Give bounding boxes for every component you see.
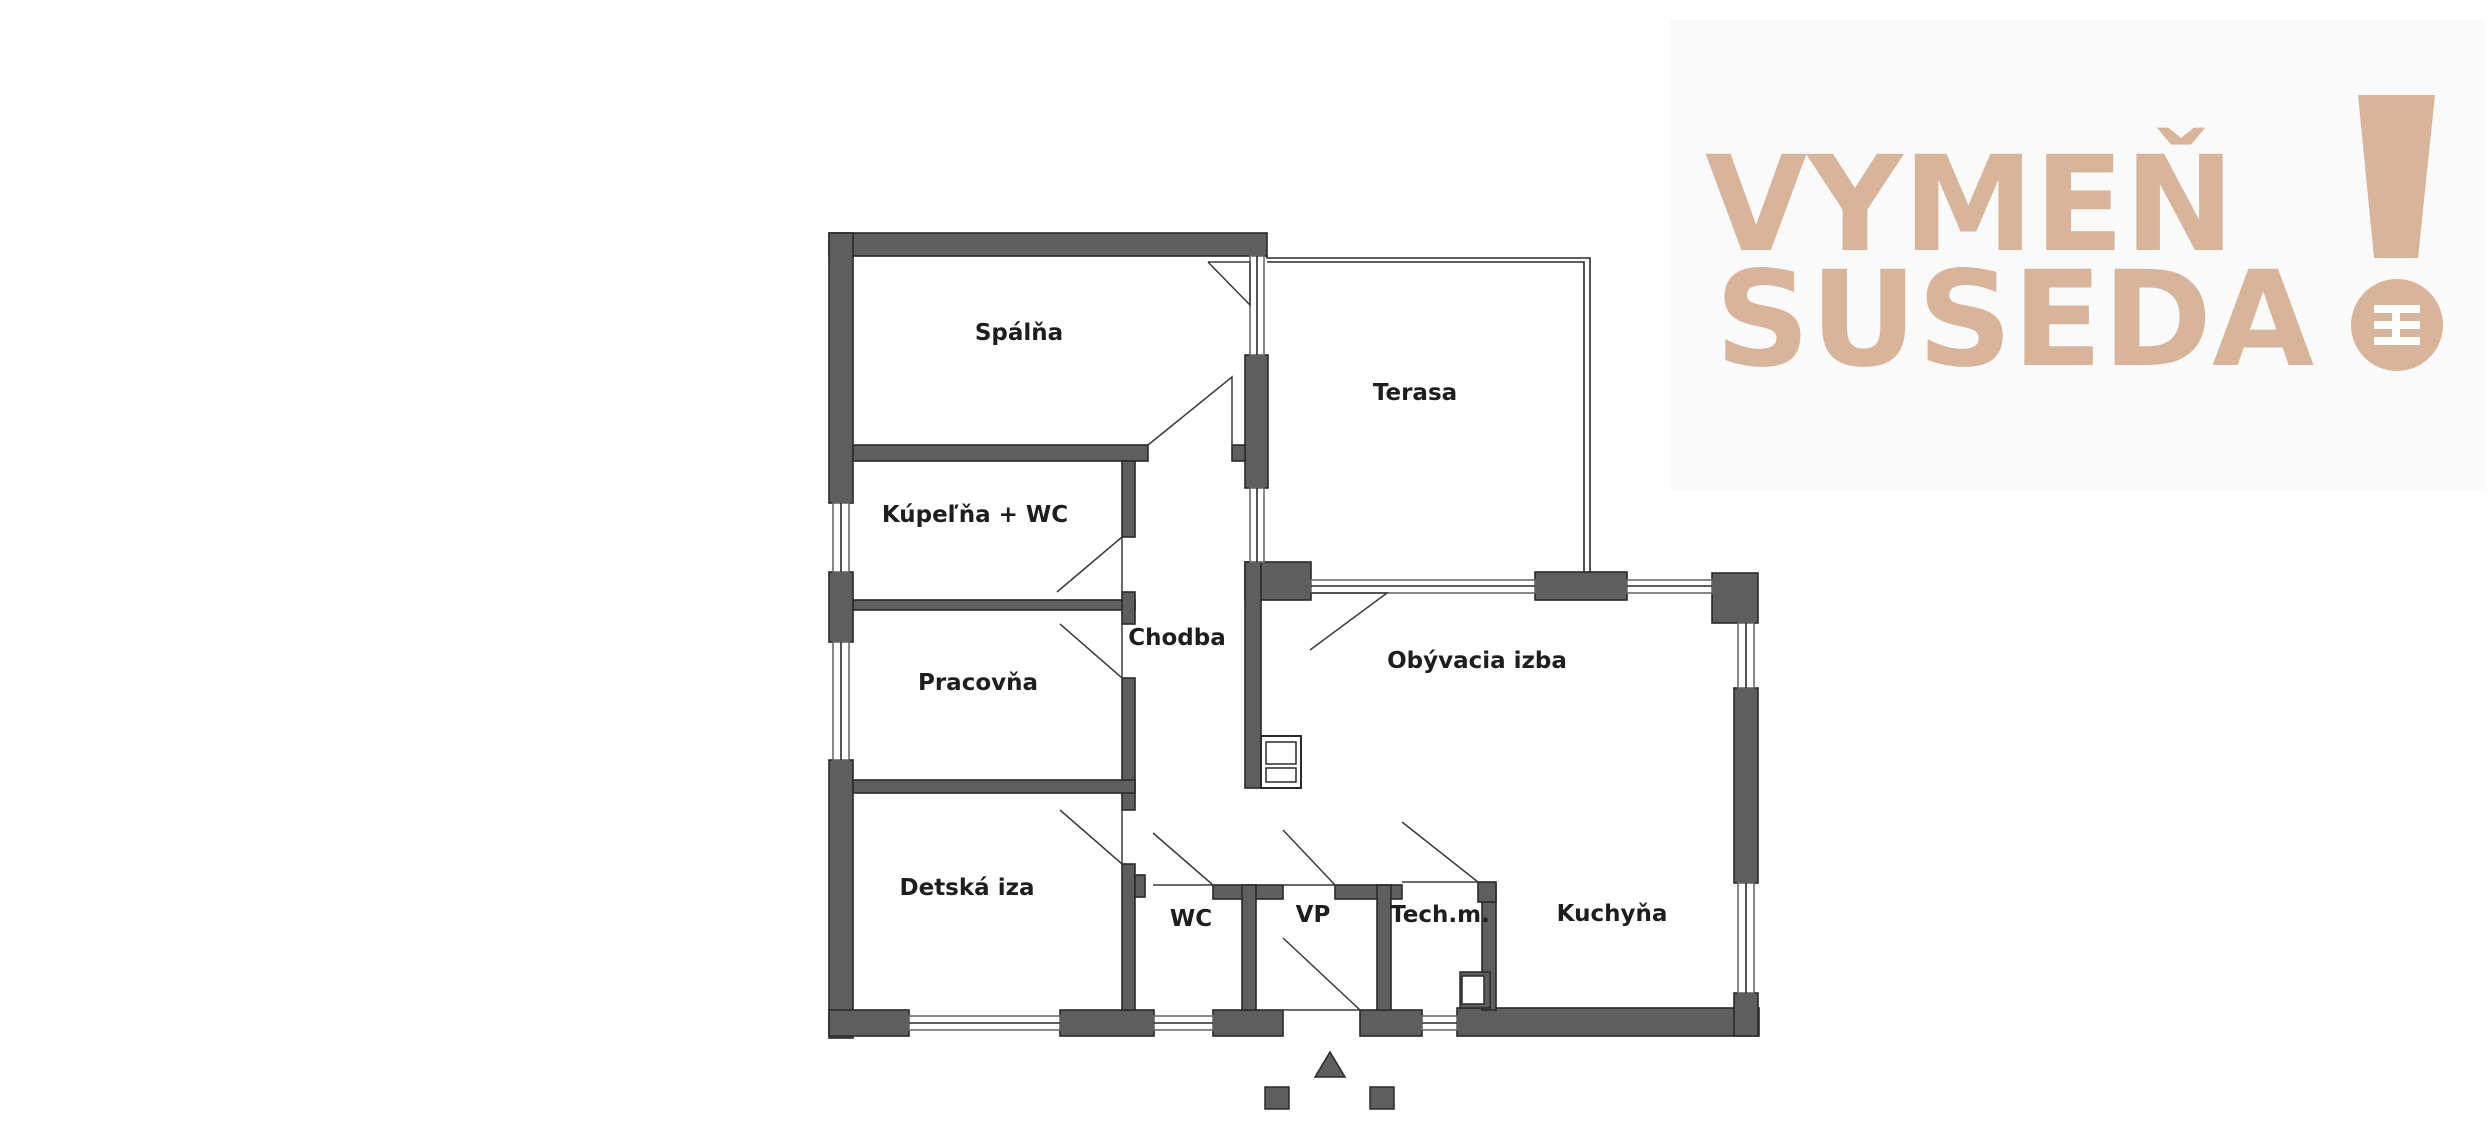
windows: [832, 255, 1755, 1031]
wall-kids-east: [1121, 863, 1136, 1011]
room-label-wc: WC: [1170, 906, 1212, 932]
logo-exclamation-bar: [2358, 95, 2435, 258]
wall-top: [828, 232, 1268, 257]
terrace-edge-inner: [1267, 261, 1585, 573]
room-label-vp: VP: [1296, 902, 1331, 928]
terrace-outline: [1266, 256, 1591, 573]
logo-house-glyph: [2374, 305, 2420, 345]
walls: [828, 232, 1760, 1039]
wall-stub-bedroom-door: [1231, 444, 1246, 462]
wall-bath-east: [1121, 460, 1136, 538]
wall-bottom-3: [1212, 1009, 1284, 1037]
wall-corridor-east: [1244, 561, 1262, 789]
wall-left-lower: [828, 759, 854, 1039]
room-label-detska: Detská iza: [900, 875, 1035, 901]
door-vp: [1282, 829, 1337, 886]
logo-line-2: SUSEDA: [1715, 243, 2314, 397]
wall-bedroom-bottom: [852, 444, 1149, 462]
door-entrance: [1282, 937, 1362, 1011]
terrace-edge: [1266, 256, 1591, 573]
wall-bottom-4: [1359, 1009, 1423, 1037]
wall-wc-stub: [1134, 874, 1146, 898]
door-bath: [1056, 535, 1123, 593]
door-bedroom-terrace: [1207, 261, 1251, 307]
wall-bath-bottom: [852, 599, 1136, 611]
wall-bath-stub: [1121, 591, 1136, 625]
room-label-terasa: Terasa: [1373, 380, 1457, 406]
wall-bottom-2: [1059, 1009, 1155, 1037]
door-tech: [1401, 821, 1481, 883]
wall-bottom-1: [828, 1009, 910, 1037]
entrance-triangle-icon: [1313, 1050, 1347, 1078]
wall-left-upper: [828, 232, 854, 504]
door-wc: [1152, 832, 1216, 886]
wall-wc-vp: [1241, 884, 1257, 1011]
wall-terrace-west: [1244, 354, 1269, 489]
doors: [1056, 261, 1481, 1011]
wall-right-corner-top: [1711, 572, 1759, 624]
wall-right-bottom: [1733, 992, 1759, 1037]
room-labels: Spálňa Terasa Kúpeľňa + WC Chodba Pracov…: [882, 320, 1668, 932]
room-label-obyvacia: Obývacia izba: [1387, 648, 1567, 674]
wall-left-middle: [828, 571, 854, 643]
wall-tech-stub: [1477, 881, 1497, 903]
wall-living-top-mid: [1534, 571, 1628, 601]
door-kids: [1059, 809, 1123, 866]
room-label-chodba: Chodba: [1128, 625, 1226, 651]
room-label-kupelna: Kúpeľňa + WC: [882, 502, 1068, 528]
step-square-icon-left: [1264, 1086, 1290, 1110]
door-living: [1309, 592, 1390, 651]
logo-line-1: VYMEŇ: [1705, 127, 2235, 282]
room-label-pracovna: Pracovňa: [918, 670, 1038, 696]
step-square-icon-right: [1369, 1086, 1395, 1110]
wall-vp-tech: [1376, 884, 1392, 1011]
wall-study-east: [1121, 677, 1136, 811]
wall-study-bottom: [852, 779, 1136, 794]
wall-right-middle: [1733, 687, 1759, 884]
room-label-spalna: Spálňa: [975, 320, 1063, 346]
room-label-kuchyna: Kuchyňa: [1557, 901, 1668, 927]
room-label-tech: Tech.m.: [1390, 902, 1490, 928]
entrance-markers: [1264, 1050, 1395, 1110]
logo-background: [1670, 20, 2485, 490]
wall-vp-top: [1334, 884, 1403, 900]
wall-bottom-5: [1456, 1007, 1760, 1037]
brand-logo: VYMEŇ SUSEDA: [1670, 20, 2485, 490]
door-bedroom: [1147, 375, 1233, 446]
shafts: [1260, 735, 1491, 1009]
door-study: [1059, 623, 1123, 680]
